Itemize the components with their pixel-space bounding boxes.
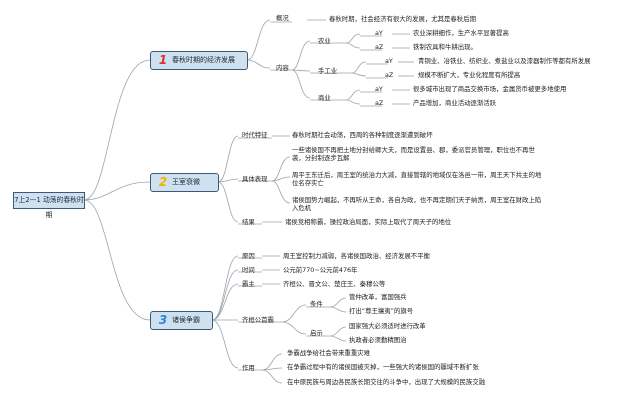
node-text: 诸侯竞相称霸，操控政治局面，实际上取代了周天子的地位 (285, 218, 452, 226)
node-paragraph: 在中原民族与周边各民族长期交往的斗争中，出现了大规模的民族交融 (287, 378, 486, 386)
node-paragraph: 周平王东迁后，周王室的统治力大减，直接管辖的地域仅在洛邑一带，周王天下共主的地位… (292, 171, 542, 187)
node-text: 打出“尊王攘夷”的旗号 (349, 307, 414, 315)
node-tag: aY (375, 85, 383, 93)
branch-number: 3 (158, 313, 168, 327)
node-label: 原因 (242, 252, 255, 260)
node-text: 青铜业、冶铁业、纺织业、煮盐业以及漆器制作等都有所发展 (418, 57, 591, 65)
node-paragraph: 一些诸侯国不再把土地分封给卿大夫，而是设置县、郡，委派官员管理，职位也不再世袭，… (292, 146, 535, 162)
node-label: 具体表现 (242, 175, 268, 183)
node-label: 作用 (242, 364, 255, 372)
node-paragraph: 在争霸过程中有的诸侯国被灭掉，一些强大的诸侯国的疆域不断扩张 (287, 363, 479, 371)
node-text: 铁制农具和牛耕出现。 (413, 43, 477, 51)
branch-number: 2 (158, 175, 168, 189)
node-text: 公元前770~公元前476年 (283, 266, 358, 274)
branch-economy: 1 春秋时期的经济发展 (150, 51, 248, 70)
node-label: 霸主 (242, 280, 255, 288)
node-label: 概况 (276, 14, 289, 22)
node-text: 国家强大必须适时进行改革 (349, 322, 426, 330)
node-paragraph: 争霸战争给社会带来重重灾难 (287, 349, 371, 357)
node-label: 齐桓公首霸 (242, 316, 274, 324)
node-label: 手工业 (318, 67, 338, 75)
node-label: 条件 (310, 300, 323, 308)
node-label: 商业 (318, 94, 331, 102)
node-label: 时间 (242, 266, 255, 274)
node-paragraph: 诸侯国势力崛起，不再听从王命，各自为政，也不再定期们天子纳贡，周王室在财政上陷入… (292, 196, 542, 212)
node-text: 春秋时期，社会经济有很大的发展，尤其是春秋后期 (329, 15, 476, 23)
node-text: 规模不断扩大，专业化程度有所提高 (418, 71, 521, 79)
node-text: 产品增加，商业活动逐渐活跃 (413, 99, 497, 107)
branch-hegemony: 3 诸侯争霸 (150, 311, 213, 330)
branch-title: 诸侯争霸 (172, 316, 200, 324)
node-text: 周王室控制力减弱，各诸侯国政治、经济发展不平衡 (283, 252, 430, 260)
node-label: 农业 (318, 37, 331, 45)
node-text: 很多城市出现了商品交换市场，金属货币被更多地使用 (413, 85, 567, 93)
node-text: 管仲改革，富国强兵 (349, 293, 407, 301)
node-tag: aZ (375, 99, 384, 107)
node-text: 农业深耕细作，生产水平显著提高 (413, 29, 509, 37)
node-tag: aY (375, 29, 383, 37)
node-tag: aZ (385, 71, 394, 79)
node-text: 执政者必须勤精图治 (349, 336, 407, 344)
node-label: 时代特征 (242, 131, 268, 139)
branch-royal-decline: 2 王室衰微 (150, 173, 219, 192)
node-text: 齐桓公、晋文公、楚庄王、秦穆公等 (283, 280, 386, 288)
branch-title: 王室衰微 (172, 178, 200, 186)
branch-title: 春秋时期的经济发展 (172, 56, 235, 64)
node-label: 启示 (310, 329, 323, 337)
node-tag: aY (385, 57, 393, 65)
root-topic: 7上2—1 动荡的春秋时期 (13, 192, 85, 219)
node-tag: aZ (375, 43, 384, 51)
node-label: 结果 (242, 218, 255, 226)
node-text: 春秋时期社会动荡，西周的各种制度逐渐遭到破坏 (292, 131, 433, 139)
branch-number: 1 (158, 53, 168, 67)
node-label: 内容 (276, 64, 289, 72)
